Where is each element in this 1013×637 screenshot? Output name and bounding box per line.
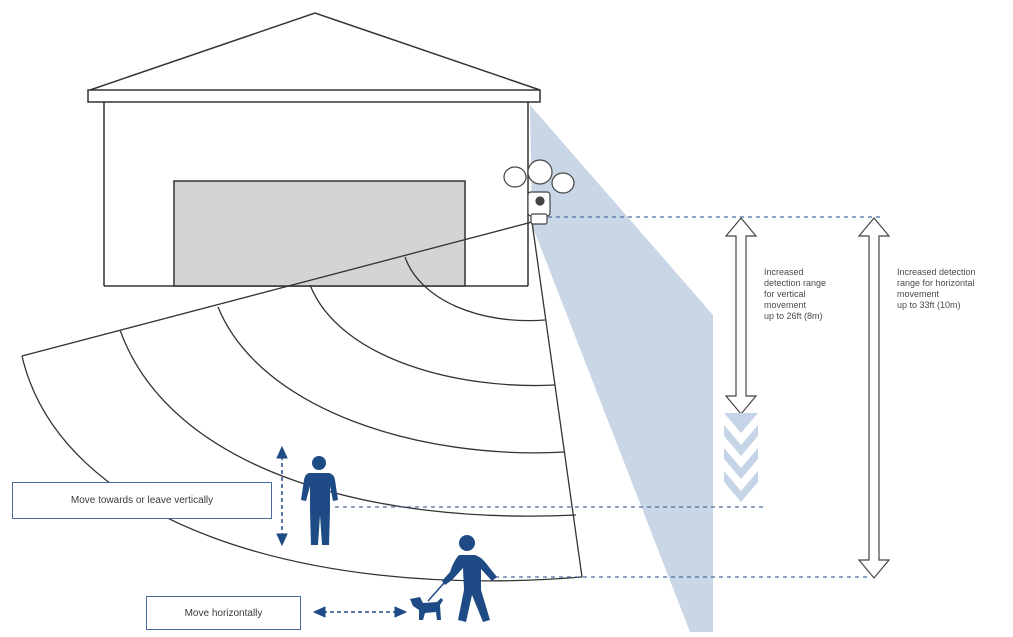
detection-zone [21, 221, 583, 582]
level-lines [335, 216, 880, 578]
zone-lower-edge [531, 221, 583, 578]
detection-arc-3 [217, 306, 566, 454]
vertical-range-arrow-shape [724, 217, 758, 415]
arrow-up-icon [276, 445, 288, 459]
horizontal-range-arrow [857, 217, 891, 579]
detection-arc-2 [309, 284, 556, 387]
person-standing-icon [301, 456, 338, 545]
floodlight-base [530, 213, 548, 225]
move-vertical-caption-text: Move towards or leave vertically [70, 495, 214, 506]
detection-arc-1 [404, 256, 546, 322]
light-beam [530, 105, 713, 632]
house [87, 12, 541, 287]
vertical-range-line: Increased [764, 267, 804, 277]
chevron-down-icons [724, 413, 758, 502]
horizontal-range-line: up to 33ft (10m) [897, 300, 961, 310]
vertical-range-line: up to 26ft (8m) [764, 311, 823, 321]
vertical-range-line: movement [764, 300, 807, 310]
vertical-range-line: detection range [764, 278, 827, 288]
floodlight-camera-lens [535, 196, 545, 206]
floodlight-lamp-right [551, 172, 575, 194]
chevron-down-icon [724, 425, 758, 456]
chevron-down-icon [724, 471, 758, 502]
vertical-move-arrow [276, 445, 288, 547]
horizontal-move-arrow [312, 606, 408, 618]
detection-arc-outer [21, 355, 583, 582]
person-walking-icon [427, 535, 497, 622]
arrow-right-icon [394, 606, 408, 618]
arrow-down-icon [276, 533, 288, 547]
horizontal-range-line: Increased detection [897, 267, 976, 277]
horizontal-range-line: movement [897, 289, 940, 299]
person-standing-body [301, 473, 338, 545]
dog-leash [427, 582, 445, 602]
move-horizontal-caption-text: Move horizontally [184, 607, 263, 619]
floodlight-lamp-center [527, 159, 553, 185]
floodlight-lamp-left [503, 166, 527, 188]
person-standing-head [312, 456, 326, 470]
move-vertical-caption: Move towards or leave vertically [12, 482, 272, 519]
zone-upper-edge [21, 221, 533, 357]
chevron-down-icon [724, 448, 758, 479]
vertical-range-arrow [724, 217, 758, 415]
move-horizontal-caption: Move horizontally [146, 596, 301, 630]
floodlight-camera [503, 159, 575, 225]
arrow-left-icon [312, 606, 326, 618]
horizontal-range-line: range for horizontal [897, 278, 975, 288]
vertical-range-annotation: Increased detection range for vertical m… [764, 267, 826, 322]
vertical-range-line: for vertical [764, 289, 806, 299]
dog-body [410, 597, 443, 620]
dog-icon [410, 597, 443, 620]
house-roof-eave [87, 89, 541, 103]
house-roof [89, 12, 541, 91]
chevron-down-icon [724, 413, 758, 433]
horizontal-range-arrow-shape [857, 217, 891, 579]
person-walking-body [442, 555, 497, 622]
person-walking-head [459, 535, 475, 551]
horizontal-range-annotation: Increased detection range for horizontal… [897, 267, 976, 311]
detection-arc-4 [119, 329, 577, 517]
garage-door [173, 180, 466, 287]
